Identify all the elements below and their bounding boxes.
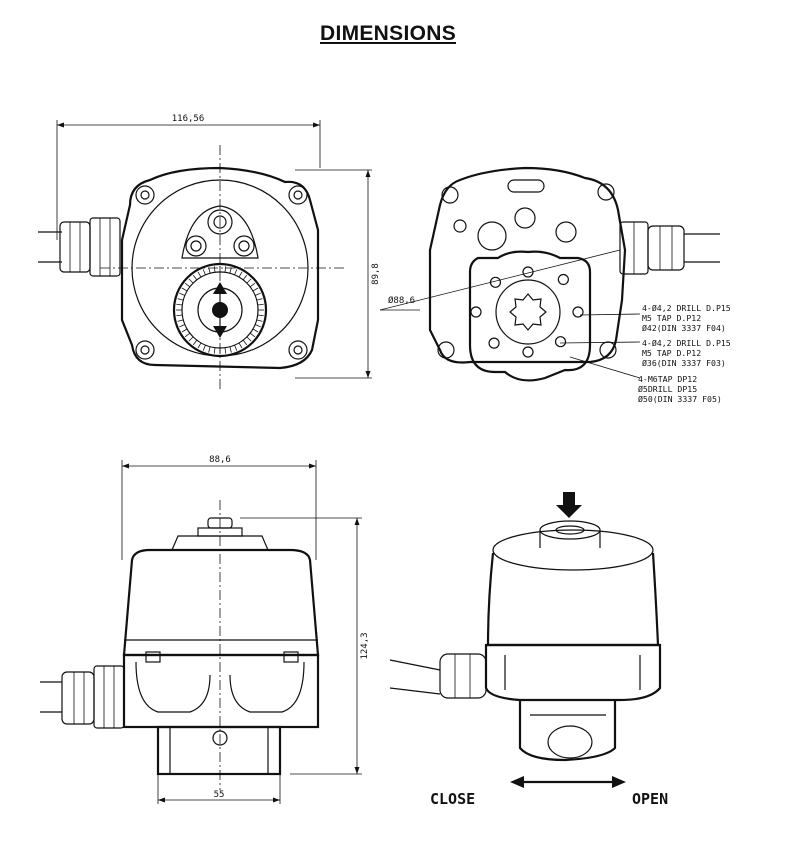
svg-text:4-M6TAP DP12: 4-M6TAP DP12 xyxy=(638,374,697,384)
bottom-note-3: 4-M6TAP DP12 Ø5DRILL DP15 Ø50(DIN 3337 F… xyxy=(638,374,722,404)
iso-view: CLOSE OPEN xyxy=(389,492,668,808)
svg-text:Ø42(DIN 3337 F04): Ø42(DIN 3337 F04) xyxy=(642,323,726,333)
svg-text:Ø50(DIN 3337 F05): Ø50(DIN 3337 F05) xyxy=(638,394,722,404)
side-height-label: 124,3 xyxy=(360,632,370,659)
svg-text:4-Ø4,2 DRILL D.P15: 4-Ø4,2 DRILL D.P15 xyxy=(642,303,731,313)
bottom-view: Ø88,6 4-Ø4,2 DRILL D.P15 M5 TAP D.P12 Ø4… xyxy=(379,166,731,404)
svg-text:M5 TAP D.P12: M5 TAP D.P12 xyxy=(642,348,701,358)
bottom-note-2: 4-Ø4,2 DRILL D.P15 M5 TAP D.P12 Ø36(DIN … xyxy=(642,338,731,368)
svg-text:Ø36(DIN 3337 F03): Ø36(DIN 3337 F03) xyxy=(642,358,726,368)
side-base-label: 55 xyxy=(214,790,225,800)
front-width-label: 116,56 xyxy=(172,114,205,124)
svg-text:M5 TAP D.P12: M5 TAP D.P12 xyxy=(642,313,701,323)
bottom-note-1: 4-Ø4,2 DRILL D.P15 M5 TAP D.P12 Ø42(DIN … xyxy=(642,303,731,333)
side-view: 88,6 124,3 55 xyxy=(40,455,370,804)
front-view: 116,56 89,8 xyxy=(38,114,381,390)
front-height-label: 89,8 xyxy=(371,263,381,285)
side-width-label: 88,6 xyxy=(209,455,231,465)
page-title: DIMENSIONS xyxy=(319,22,456,45)
bottom-diameter-label: Ø88,6 xyxy=(388,295,415,306)
open-label: OPEN xyxy=(632,790,668,808)
close-label: CLOSE xyxy=(430,790,475,808)
svg-text:Ø5DRILL DP15: Ø5DRILL DP15 xyxy=(638,384,697,394)
svg-text:4-Ø4,2 DRILL D.P15: 4-Ø4,2 DRILL D.P15 xyxy=(642,338,731,348)
